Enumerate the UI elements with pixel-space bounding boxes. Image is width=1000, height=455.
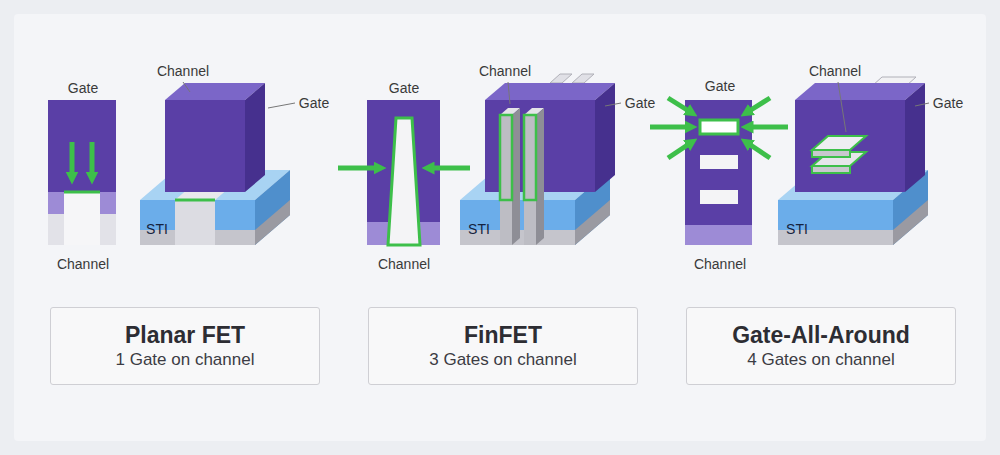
nanosheet — [700, 155, 738, 169]
leader-line — [183, 82, 190, 92]
nanosheet — [700, 190, 738, 204]
fin-front — [500, 115, 512, 245]
sti-front — [778, 200, 893, 245]
part-label: STI — [468, 221, 490, 237]
finfet-3d — [460, 74, 621, 245]
field-arrow — [428, 166, 470, 171]
fin-back — [572, 74, 594, 83]
part-label: Gate — [299, 95, 329, 111]
field-arrow — [90, 142, 95, 178]
leader-line — [838, 82, 846, 132]
fin-front — [524, 115, 536, 245]
gaa-3d — [778, 77, 929, 245]
sti-front — [140, 200, 255, 245]
fin-channel — [388, 118, 420, 245]
channel-edge — [524, 115, 536, 200]
part-label: Gate — [705, 78, 735, 94]
substrate-side — [255, 200, 290, 245]
nanosheet-front — [812, 150, 850, 157]
channel-front — [175, 200, 215, 245]
gate-top — [795, 83, 925, 100]
field-arrow — [746, 142, 770, 158]
field-arrow — [747, 125, 788, 130]
gate-front — [165, 100, 245, 192]
part-label: Gate — [933, 95, 963, 111]
field-arrow — [650, 125, 691, 130]
channel — [64, 192, 100, 245]
oxide — [685, 225, 752, 245]
part-label: Gate — [625, 95, 655, 111]
gate — [48, 100, 116, 192]
part-label: STI — [786, 221, 808, 237]
gate-side — [595, 83, 615, 192]
planar-3d — [140, 82, 295, 245]
gate-count: 3 Gates on channel — [429, 349, 576, 371]
device-name: Gate-All-Around — [732, 321, 910, 349]
part-label: Gate — [68, 80, 98, 96]
planar-section — [48, 100, 116, 245]
part-label: Channel — [57, 256, 109, 272]
caption-box: FinFET3 Gates on channel — [368, 307, 638, 385]
field-arrow — [668, 98, 692, 113]
gate-side — [245, 83, 265, 192]
gate — [685, 100, 752, 245]
leader-line — [268, 103, 295, 108]
gate-count: 1 Gate on channel — [116, 349, 255, 371]
finfet-section — [338, 100, 470, 245]
part-label: Channel — [694, 256, 746, 272]
substrate-side — [893, 200, 928, 245]
gaa-section — [650, 98, 788, 245]
part-label: Gate — [389, 80, 419, 96]
part-label: STI — [146, 221, 168, 237]
channel-edge — [500, 115, 512, 200]
nanosheet-front — [812, 166, 850, 173]
panel-ground — [14, 14, 986, 441]
sti-side — [255, 170, 290, 245]
gate-side — [905, 83, 925, 192]
field-arrow — [746, 98, 770, 113]
field-arrow — [70, 142, 75, 178]
gate-count: 4 Gates on channel — [747, 349, 894, 371]
device-name: Planar FET — [125, 321, 245, 349]
part-label: Channel — [479, 63, 531, 79]
gate — [367, 100, 440, 245]
channel-edge — [64, 191, 100, 194]
part-label: Channel — [378, 256, 430, 272]
caption-box: Gate-All-Around4 Gates on channel — [686, 307, 956, 385]
nanosheet-top — [812, 136, 866, 150]
caption-box: Planar FET1 Gate on channel — [50, 307, 320, 385]
part-label: Channel — [809, 63, 861, 79]
substrate-side — [575, 200, 610, 245]
field-arrow — [668, 142, 692, 158]
nanosheet — [700, 120, 738, 134]
gate-top — [485, 83, 615, 100]
gate-front — [795, 100, 905, 192]
leader-line — [915, 103, 929, 106]
channel-edge — [175, 199, 215, 202]
part-label: Channel — [157, 63, 209, 79]
leader-line — [508, 82, 510, 104]
leader-line — [605, 103, 621, 106]
device-name: FinFET — [464, 321, 542, 349]
fin-back — [550, 74, 572, 83]
field-arrow — [338, 166, 380, 171]
